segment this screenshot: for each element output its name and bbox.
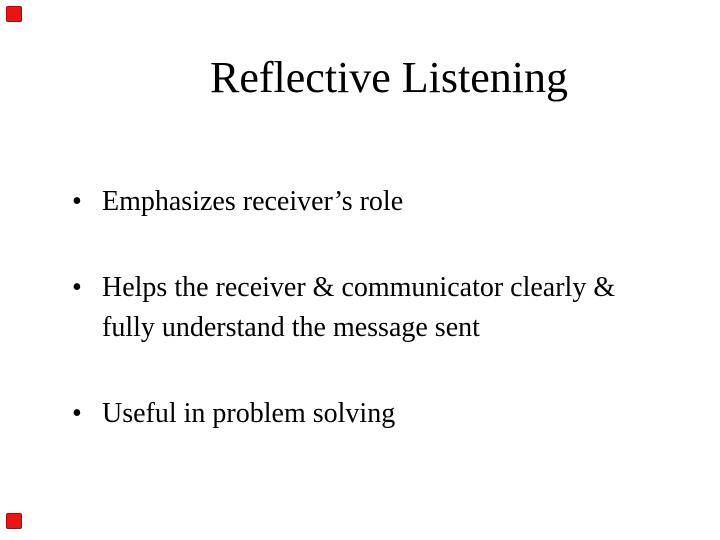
bullet-text: Emphasizes receiver’s role bbox=[102, 186, 404, 217]
bullet-glyph: • bbox=[72, 398, 82, 429]
bullet-item: • Useful in problem solving bbox=[72, 394, 620, 434]
bullet-item: • Helps the receiver & communicator clea… bbox=[72, 268, 620, 348]
red-square-marker-top-left bbox=[6, 6, 22, 22]
bullet-glyph: • bbox=[72, 272, 82, 303]
slide-title: Reflective Listening bbox=[210, 53, 568, 102]
bullet-text: Useful in problem solving bbox=[102, 398, 396, 429]
bullet-glyph: • bbox=[72, 186, 82, 217]
bullet-text: Helps the receiver & communicator clearl… bbox=[102, 272, 616, 343]
red-square-marker-bottom-left bbox=[6, 513, 22, 529]
bullet-item: • Emphasizes receiver’s role bbox=[72, 182, 620, 222]
bullet-list: • Emphasizes receiver’s role • Helps the… bbox=[72, 182, 620, 480]
